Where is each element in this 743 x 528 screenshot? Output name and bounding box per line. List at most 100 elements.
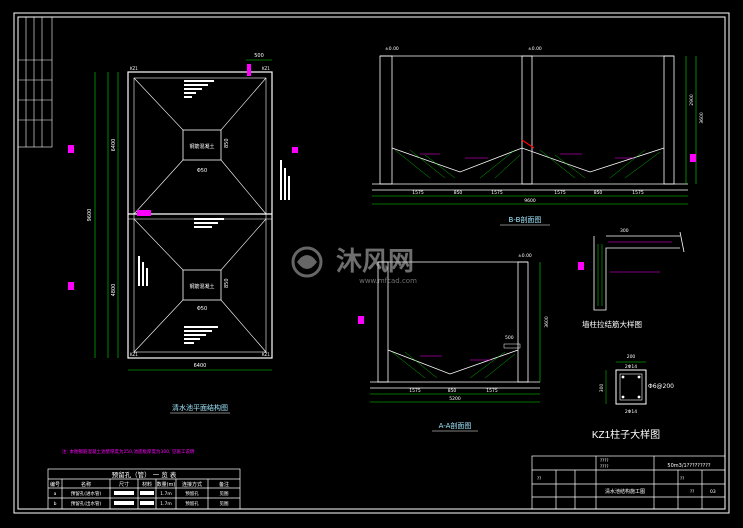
hopper-label-lower: 钢筋混凝土 <box>189 283 214 290</box>
title-mark: ???? <box>600 464 609 469</box>
drawing-frame <box>13 12 730 514</box>
wall-detail-title: 墙柱拉结筋大样图 <box>582 319 642 329</box>
title-mark: ???? <box>600 458 609 463</box>
plan-dim-width: 6400 <box>194 363 207 369</box>
bb-rebar-hatch <box>394 149 661 179</box>
detail-wall-tie[interactable]: 300 墙柱拉结筋大样图 <box>578 228 685 329</box>
section-aa[interactable]: 1575 850 1575 5200 3600 500 ±0.00 A-A剖面图 <box>358 253 550 432</box>
schedule-header: 尺寸 <box>119 481 129 488</box>
table-cell: a <box>54 492 57 497</box>
watermark-logo-icon <box>291 246 323 278</box>
bb-dim-5: 850 <box>594 190 603 196</box>
axis-marker-B <box>68 282 74 290</box>
table-cell-material-redacted <box>140 491 154 495</box>
table-cell-size-redacted <box>114 501 134 505</box>
col-label-2: KZ1 <box>262 66 270 71</box>
bb-height-2: 3600 <box>699 112 705 124</box>
title-mark: ?? <box>690 489 694 494</box>
kz1-detail-title: KZ1柱子大样图 <box>592 428 660 441</box>
schedule-table[interactable]: 预留孔（管） 一 览 表 编号 名称 尺寸 材料 数量(m) 连接方式 备注 a… <box>47 468 241 510</box>
schedule-header: 备注 <box>219 481 229 488</box>
aa-dim-2: 850 <box>448 388 457 394</box>
aa-mark-top: ±0.00 <box>518 253 532 259</box>
col-label-3: KZ1 <box>130 352 138 357</box>
detail-kz1[interactable]: 200 2Φ14 Φ6@200 2Φ14 300 KZ1柱子大样图 <box>592 354 674 441</box>
title-mark: ?? <box>537 476 541 481</box>
table-cell: 1.7m <box>160 491 172 497</box>
aa-height: 3600 <box>544 316 550 328</box>
plan-dimensions <box>94 59 272 371</box>
plan-dim-total: 9600 <box>87 209 93 222</box>
table-cell: 预留孔 <box>185 490 199 497</box>
wall-axis-marker <box>578 262 584 270</box>
schedule-header: 编号 <box>50 481 60 488</box>
schedule-header: 名称 <box>81 481 91 488</box>
aa-dim-1: 1575 <box>409 388 421 394</box>
general-note: 注: 本图钢筋混凝土池壁厚度为250,池底板厚度为300, 见施工说明 <box>62 448 195 455</box>
kz1-rebar-bottom: 2Φ14 <box>625 409 637 415</box>
kz1-stirrup: Φ6@200 <box>648 383 674 390</box>
table-cell: b <box>54 501 57 507</box>
schedule-title: 预留孔（管） 一 览 表 <box>112 470 177 479</box>
watermark-brand: 沐风网 <box>336 247 414 277</box>
sheet-number: 03 <box>710 489 716 495</box>
hopper-height-upper: 850 <box>224 138 230 148</box>
wall-detail-dim: 300 <box>620 228 629 234</box>
table-cell: 1.7m <box>160 501 172 507</box>
aa-pipe-callout <box>503 343 521 349</box>
hopper-dim-lower: Φ50 <box>197 306 207 312</box>
magenta-marker-top <box>247 64 251 76</box>
bb-dim-1: 1575 <box>412 190 424 196</box>
table-cell: 预留孔(出水管) <box>71 500 102 507</box>
schedule-header: 数量(m) <box>157 481 176 488</box>
bb-mark-mid: ±0.00 <box>528 46 542 52</box>
plan-view[interactable]: 钢筋混凝土 钢筋混凝土 Φ50 Φ50 850 850 <box>68 53 298 414</box>
aa-mark-500: 500 <box>505 335 514 341</box>
plan-dim-lower: 4800 <box>111 284 117 297</box>
title-block[interactable]: 清水池结构施工图 50m3/1????????? ???? ???? ?? ??… <box>531 455 726 510</box>
hopper-dim-upper: Φ50 <box>197 168 207 174</box>
table-cell: 见图 <box>220 501 229 507</box>
kz1-dim-side: 300 <box>599 384 605 393</box>
hopper-height-lower: 850 <box>224 278 230 288</box>
schedule-header: 连接方式 <box>182 481 202 488</box>
magenta-marker-mid <box>137 210 151 216</box>
col-label-1: KZ1 <box>130 66 138 71</box>
hopper-label-upper: 钢筋混凝土 <box>189 143 214 150</box>
aa-dim-total: 5200 <box>449 396 461 402</box>
capacity-label: 50m3/1????????? <box>667 463 711 469</box>
aa-dim-3: 1575 <box>486 388 498 394</box>
drawing-name: 清水池结构施工图 <box>605 488 645 495</box>
table-cell: 预留孔 <box>185 500 199 507</box>
title-mark: ?? <box>680 476 684 481</box>
bb-height-1: 2900 <box>689 94 695 106</box>
bb-dim-total: 9600 <box>524 198 536 204</box>
table-cell: 预留孔(进水管) <box>71 490 102 497</box>
bb-mark-left: ±0.00 <box>385 46 399 52</box>
aa-axis-marker <box>358 316 364 324</box>
section-bb-title: B-B剖面图 <box>509 215 542 224</box>
bb-dim-6: 1575 <box>632 190 644 196</box>
bb-dim-3: 1575 <box>491 190 503 196</box>
watermark: 沐风网 www.mfcad.com <box>291 246 417 285</box>
bb-dim-4: 1575 <box>554 190 566 196</box>
table-cell: 见图 <box>220 491 229 497</box>
col-label-4: KZ1 <box>262 352 270 357</box>
plan-view-title: 清水池平面结构图 <box>172 403 228 412</box>
kz1-rebar-top: 2Φ14 <box>625 364 637 370</box>
kz1-dim-top: 200 <box>627 354 636 360</box>
table-cell-size-redacted <box>114 491 134 495</box>
section-bb[interactable]: 1575 850 1575 1575 850 1575 9600 ±0.00 ±… <box>372 46 705 226</box>
bb-dim-2: 850 <box>454 190 463 196</box>
watermark-url: www.mfcad.com <box>359 277 417 285</box>
plan-dim-upper: 6400 <box>111 139 117 152</box>
rebar-hatch-plan <box>138 80 290 344</box>
schedule-header: 材料 <box>142 481 152 488</box>
axis-marker-A <box>68 145 74 153</box>
axis-marker-C <box>292 147 298 153</box>
plan-dim-top: 500 <box>254 53 264 59</box>
revision-strip <box>17 16 53 148</box>
table-cell-material-redacted <box>140 501 154 505</box>
bb-axis-marker <box>690 154 696 162</box>
